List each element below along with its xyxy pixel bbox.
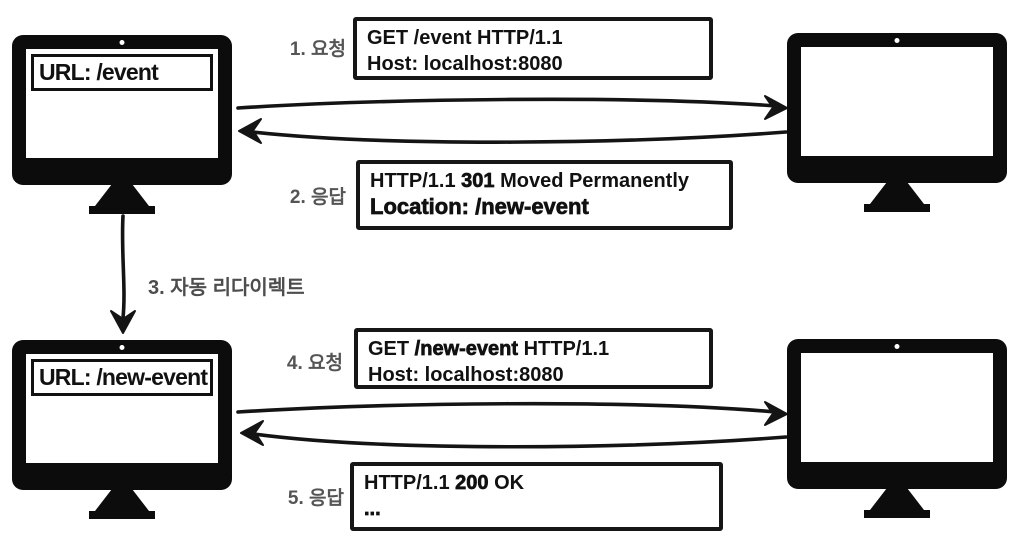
status-code: 200 — [455, 472, 489, 495]
request-arrow-top — [236, 97, 778, 110]
monitor-stand-base — [89, 206, 155, 214]
camera-dot-icon — [894, 38, 900, 43]
monitor-stand-base — [864, 510, 930, 518]
status-code: 301 — [461, 170, 495, 193]
monitor-stand-base — [864, 204, 930, 212]
monitor-screen — [801, 47, 993, 156]
redirect-arrow — [120, 214, 126, 320]
camera-dot-icon — [119, 40, 125, 45]
monitor-stand-base — [89, 511, 155, 519]
request-path: /new-event — [414, 338, 519, 361]
url-text: URL: /new-event — [39, 364, 208, 390]
monitor-stand-neck — [870, 489, 924, 510]
request-arrow-bottom — [236, 401, 778, 414]
location-header-line: Location: /new-event — [370, 194, 589, 220]
monitor-screen — [801, 353, 993, 462]
status-line: HTTP/1.1 200 OK — [364, 472, 525, 495]
arrowhead-left-icon — [238, 118, 262, 144]
step-4-label: 4. 요청 — [286, 353, 343, 374]
monitor-stand-neck — [95, 185, 149, 206]
step-3-label: 3. 자동 리다이렉트 — [148, 277, 305, 299]
monitor-body — [787, 33, 1007, 183]
body-ellipsis-line: ... — [364, 498, 381, 521]
request-1-box: GET /event HTTP/1.1 Host: localhost:8080 — [353, 17, 713, 80]
monitor-stand-neck — [870, 183, 924, 204]
client-monitor-top: URL: /event — [12, 35, 232, 214]
monitor-body: URL: /event — [12, 35, 232, 185]
arrowhead-left-icon — [240, 420, 264, 446]
monitor-screen: URL: /event — [26, 49, 218, 158]
server-monitor-top — [787, 33, 1007, 212]
url-bar: URL: /new-event — [31, 359, 213, 396]
camera-dot-icon — [894, 344, 900, 349]
response-arrow-bottom — [252, 432, 788, 449]
monitor-screen: URL: /new-event — [26, 354, 218, 463]
request-line: GET /new-event HTTP/1.1 — [368, 338, 610, 361]
monitor-stand-neck — [95, 490, 149, 511]
server-monitor-bottom — [787, 339, 1007, 518]
response-2-box: HTTP/1.1 200 OK ... — [350, 462, 723, 531]
response-1-box: HTTP/1.1 301 Moved Permanently Location:… — [356, 160, 733, 230]
request-2-box: GET /new-event HTTP/1.1 Host: localhost:… — [354, 328, 713, 389]
request-line: GET /event HTTP/1.1 — [367, 27, 563, 49]
camera-dot-icon — [119, 345, 125, 350]
arrowhead-down-icon — [110, 310, 136, 334]
host-header-line: Host: localhost:8080 — [368, 364, 564, 386]
client-monitor-bottom: URL: /new-event — [12, 340, 232, 519]
url-bar: URL: /event — [31, 54, 213, 91]
step-1-label: 1. 요청 — [289, 39, 346, 60]
monitor-body: URL: /new-event — [12, 340, 232, 490]
monitor-body — [787, 339, 1007, 489]
status-line: HTTP/1.1 301 Moved Permanently — [370, 170, 690, 193]
arrowhead-right-icon — [764, 401, 788, 426]
arrowhead-right-icon — [764, 95, 788, 120]
host-header-line: Host: localhost:8080 — [367, 53, 563, 75]
response-arrow-top — [250, 130, 788, 144]
step-5-label: 5. 응답 — [287, 488, 344, 509]
step-2-label: 2. 응답 — [289, 187, 346, 208]
url-text: URL: /event — [39, 59, 159, 85]
